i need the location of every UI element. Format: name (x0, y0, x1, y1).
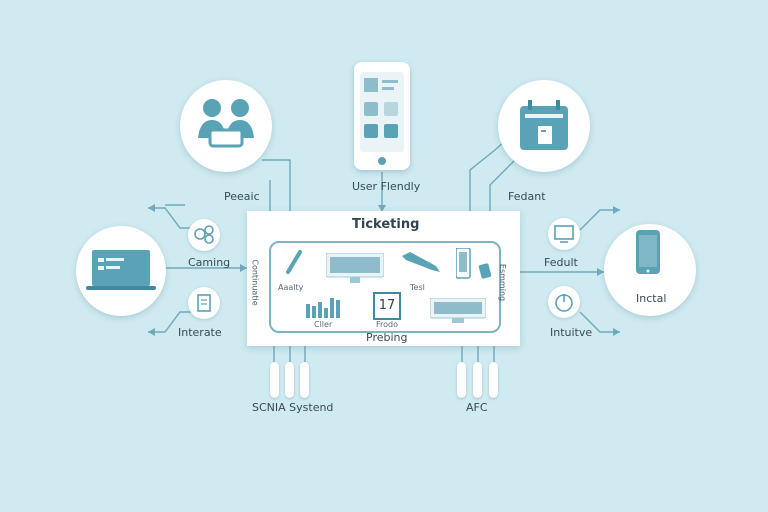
phone-node (354, 62, 410, 170)
mobile-icon (636, 230, 660, 274)
peeaic-label: Peeaic (224, 190, 260, 203)
caming-node (188, 219, 220, 251)
continuatie-side-label: Continuatie (250, 259, 260, 306)
inctal-label: Inctal (636, 292, 667, 305)
calendar-node (498, 80, 590, 172)
connector-pill (270, 362, 279, 398)
screen-icon (430, 298, 486, 323)
calendar-day-icon: 17 (373, 292, 401, 320)
document-icon (197, 294, 211, 312)
cller-label: Cller (314, 320, 333, 329)
pen-icon (286, 250, 302, 274)
interate-node (188, 287, 220, 319)
people-node (180, 80, 272, 172)
users-icon (194, 225, 214, 244)
connector-pill (300, 362, 309, 398)
ticketing-panel (247, 211, 520, 346)
ticketing-inner-frame (269, 241, 501, 333)
calendar-day-number: 17 (378, 298, 396, 313)
connector-pill (457, 362, 466, 398)
monitor-icon (554, 225, 574, 243)
fedult-label: Fedult (544, 256, 578, 269)
ticketing-title: Ticketing (352, 217, 420, 232)
connector-pill (285, 362, 294, 398)
connector-pill (489, 362, 498, 398)
prebing-label: Prebing (366, 331, 408, 344)
user-friendly-label: User Flendly (352, 180, 421, 193)
afc-label: AFC (466, 401, 488, 414)
tesl-label: Tesl (410, 283, 425, 292)
laptop-node (76, 226, 166, 316)
caming-label: Caming (188, 256, 231, 269)
monitor-icon (326, 253, 384, 283)
people-icon (198, 99, 254, 148)
frodo-label: Frodo (376, 320, 398, 329)
interate-label: Interate (178, 326, 222, 339)
intuitve-node (548, 286, 580, 318)
power-icon (555, 294, 573, 312)
intuitve-label: Intuitve (550, 326, 593, 339)
laptop-icon (86, 250, 156, 290)
scnia-system-label: SCNIA Systend (252, 401, 334, 414)
arrow-icon (402, 252, 440, 272)
phone-icon (360, 72, 404, 165)
connector-pill (473, 362, 482, 398)
bar-chart-icon (306, 298, 340, 318)
esmming-side-label: Esmming (498, 263, 508, 302)
fedult-node (548, 218, 580, 250)
mobile-devices-icon (456, 248, 492, 279)
aaalty-label: Aaalty (278, 283, 304, 292)
fedant-label: Fedant (508, 190, 546, 203)
calendar-icon (520, 100, 568, 150)
mobile-node (604, 224, 696, 316)
